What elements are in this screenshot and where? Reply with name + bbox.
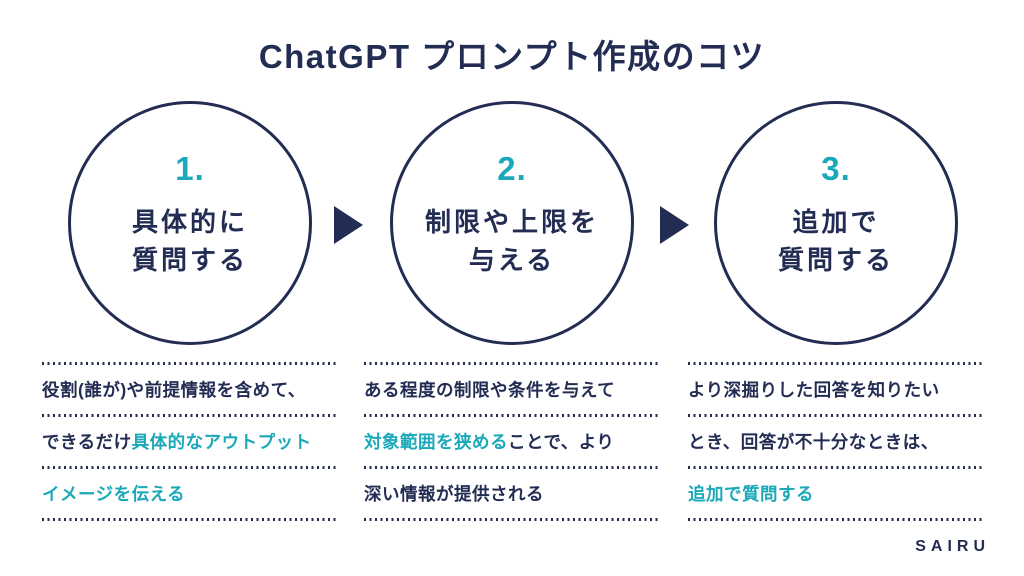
page-title: ChatGPT プロンプト作成のコツ — [258, 38, 766, 75]
step-notes-1: 役割(誰が)や前提情報を含めて、 できるだけ具体的なアウトプット イメージを伝え… — [42, 362, 338, 521]
note-segment: 対象範囲を狭める — [364, 432, 508, 452]
dotted-divider — [42, 362, 338, 365]
dotted-divider — [364, 414, 660, 417]
step-circle-label: 追加で — [792, 206, 880, 237]
note-segment: とき、回答が不十分なときは、 — [688, 432, 939, 452]
dotted-divider — [688, 466, 984, 469]
note-segment: ことで、より — [508, 432, 615, 452]
step-circle-label: 与える — [468, 244, 556, 275]
dotted-divider — [688, 518, 984, 521]
step-circle-label: 制限や上限を — [424, 206, 599, 237]
note-line: ある程度の制限や条件を与えて — [364, 365, 660, 414]
brand-logo: SAIRU — [915, 538, 990, 555]
dotted-divider — [688, 414, 984, 417]
dotted-divider — [42, 466, 338, 469]
step-number-3: 3. — [821, 149, 851, 187]
step-number-1: 1. — [175, 149, 205, 187]
dotted-divider — [42, 518, 338, 521]
step-circle-label: 具体的に — [131, 206, 248, 237]
arrow-right-icon — [660, 206, 689, 244]
note-line: イメージを伝える — [42, 469, 338, 518]
note-line: できるだけ具体的なアウトプット — [42, 417, 338, 466]
step-circle-3: 3. 追加で 質問する — [714, 101, 958, 345]
step-column-2: 2. 制限や上限を 与える ある程度の制限や条件を与えて 対象範囲を狭めることで… — [364, 0, 660, 576]
note-line: 追加で質問する — [688, 469, 984, 518]
step-notes-2: ある程度の制限や条件を与えて 対象範囲を狭めることで、より 深い情報が提供される — [364, 362, 660, 521]
step-column-1: 1. 具体的に 質問する 役割(誰が)や前提情報を含めて、 できるだけ具体的なア… — [42, 0, 338, 576]
note-segment: イメージを伝える — [42, 484, 186, 504]
note-segment: 役割(誰が)や前提情報を含めて、 — [42, 380, 306, 400]
note-segment: できるだけ — [42, 432, 132, 452]
dotted-divider — [364, 362, 660, 365]
dotted-divider — [364, 466, 660, 469]
note-segment: より深掘りした回答を知りたい — [688, 380, 940, 400]
note-line: より深掘りした回答を知りたい — [688, 365, 984, 414]
note-segment: 追加で質問する — [688, 484, 814, 504]
note-line: 役割(誰が)や前提情報を含めて、 — [42, 365, 338, 414]
step-column-3: 3. 追加で 質問する より深掘りした回答を知りたい とき、回答が不十分なときは… — [688, 0, 984, 576]
step-circle-label: 質問する — [131, 244, 248, 275]
note-segment: ある程度の制限や条件を与えて — [364, 380, 616, 400]
note-line: 対象範囲を狭めることで、より — [364, 417, 660, 466]
note-segment: 深い情報が提供される — [364, 484, 544, 504]
step-circle-2: 2. 制限や上限を 与える — [390, 101, 634, 345]
step-circle-1: 1. 具体的に 質問する — [68, 101, 312, 345]
arrow-right-icon — [334, 206, 363, 244]
step-circle-label: 質問する — [777, 244, 894, 275]
dotted-divider — [364, 518, 660, 521]
step-number-2: 2. — [497, 149, 527, 187]
dotted-divider — [688, 362, 984, 365]
step-notes-3: より深掘りした回答を知りたい とき、回答が不十分なときは、 追加で質問する — [688, 362, 984, 521]
note-segment: 具体的なアウトプット — [131, 432, 312, 452]
note-line: 深い情報が提供される — [364, 469, 660, 518]
note-line: とき、回答が不十分なときは、 — [688, 417, 984, 466]
dotted-divider — [42, 414, 338, 417]
